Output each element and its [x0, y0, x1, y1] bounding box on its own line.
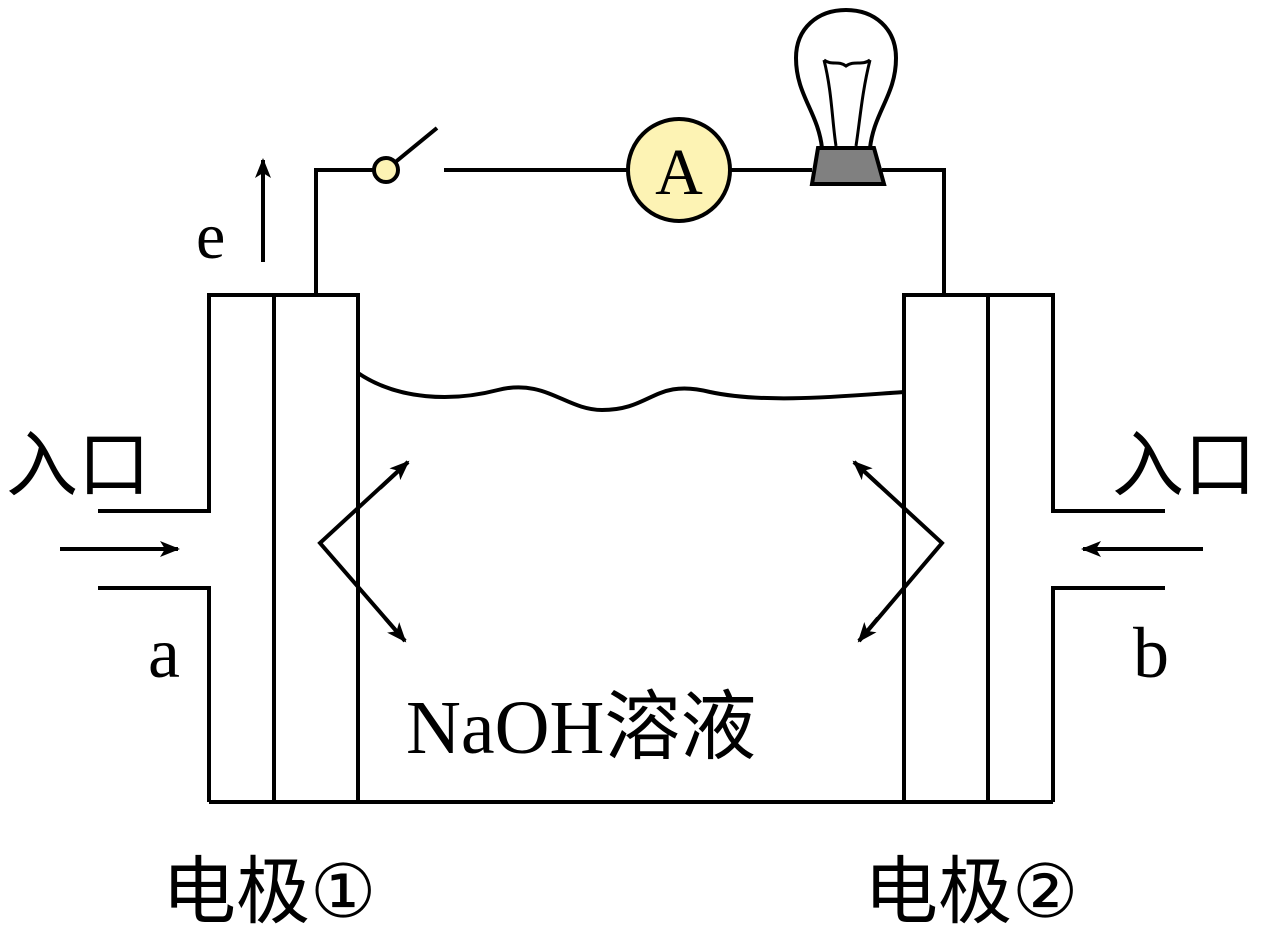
gas-b-label: b	[1133, 613, 1169, 693]
ammeter-label: A	[655, 136, 703, 209]
gas-a-label: a	[148, 613, 180, 693]
switch	[372, 126, 439, 184]
electrode-1-label: 电极①	[162, 849, 376, 935]
switch-pivot	[372, 156, 400, 184]
diffusion-arrows-left	[317, 460, 410, 643]
electrode-2	[902, 293, 1165, 802]
inlet-left-label: 入口	[6, 423, 150, 507]
external-circuit-wire	[314, 168, 946, 295]
electron-label: e	[196, 200, 225, 273]
electrode-2-label: 电极②	[864, 849, 1078, 935]
bulb-base	[809, 146, 887, 186]
inlet-right-label: 入口	[1112, 423, 1256, 507]
electrode-1	[98, 293, 360, 802]
diffusion-arrows-right	[852, 460, 945, 643]
ammeter: A	[626, 117, 732, 223]
electrolyte-surface	[356, 371, 905, 413]
light-bulb-icon	[793, 7, 899, 186]
electrolyte-label: NaOH溶液	[406, 686, 756, 770]
